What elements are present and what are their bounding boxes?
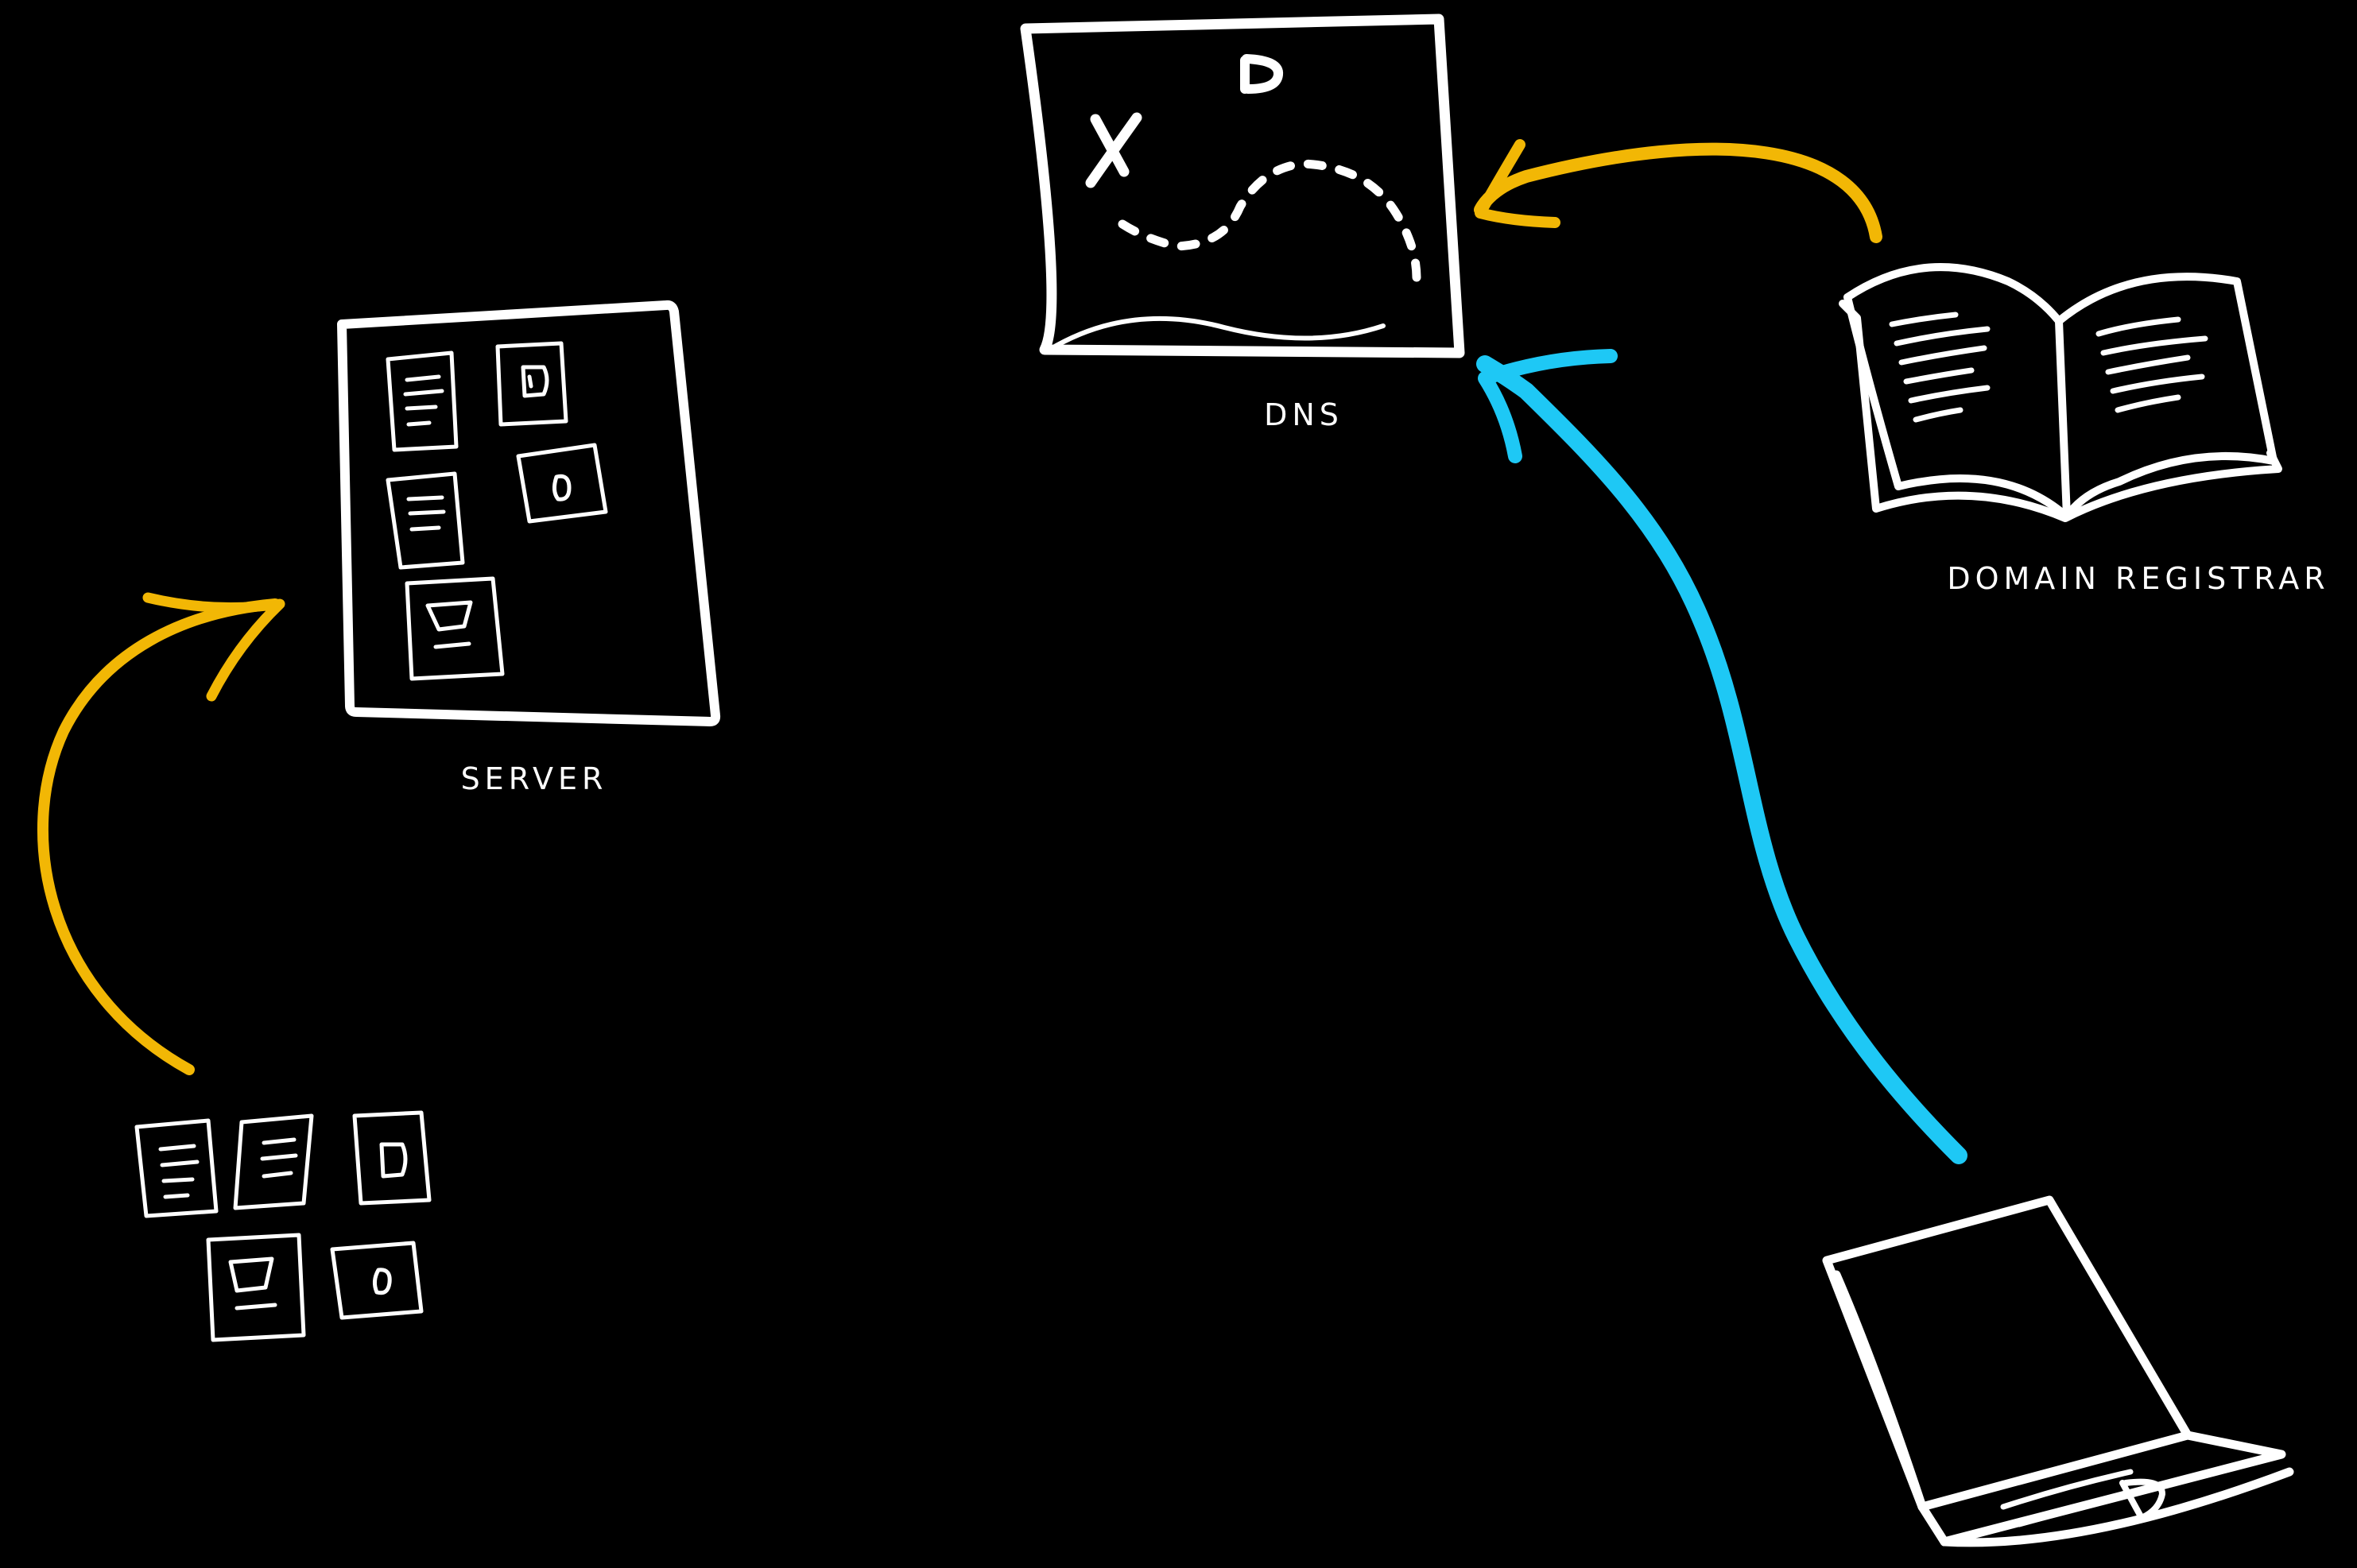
server-label: SERVER bbox=[460, 761, 608, 796]
server-icon bbox=[337, 300, 721, 726]
dns-label: DNS bbox=[1264, 397, 1343, 432]
registrar-arrow bbox=[1474, 139, 1882, 243]
laptop-icon bbox=[1822, 1195, 2294, 1547]
treasure-map-icon bbox=[1020, 14, 1465, 358]
open-book-icon bbox=[1839, 263, 2282, 522]
lookup-arrow bbox=[1476, 349, 1967, 1164]
loose-files-icon bbox=[134, 1110, 432, 1342]
domain-registrar-label: DOMAIN REGISTRAR bbox=[1947, 561, 2330, 596]
upload-arrow bbox=[37, 592, 285, 1075]
